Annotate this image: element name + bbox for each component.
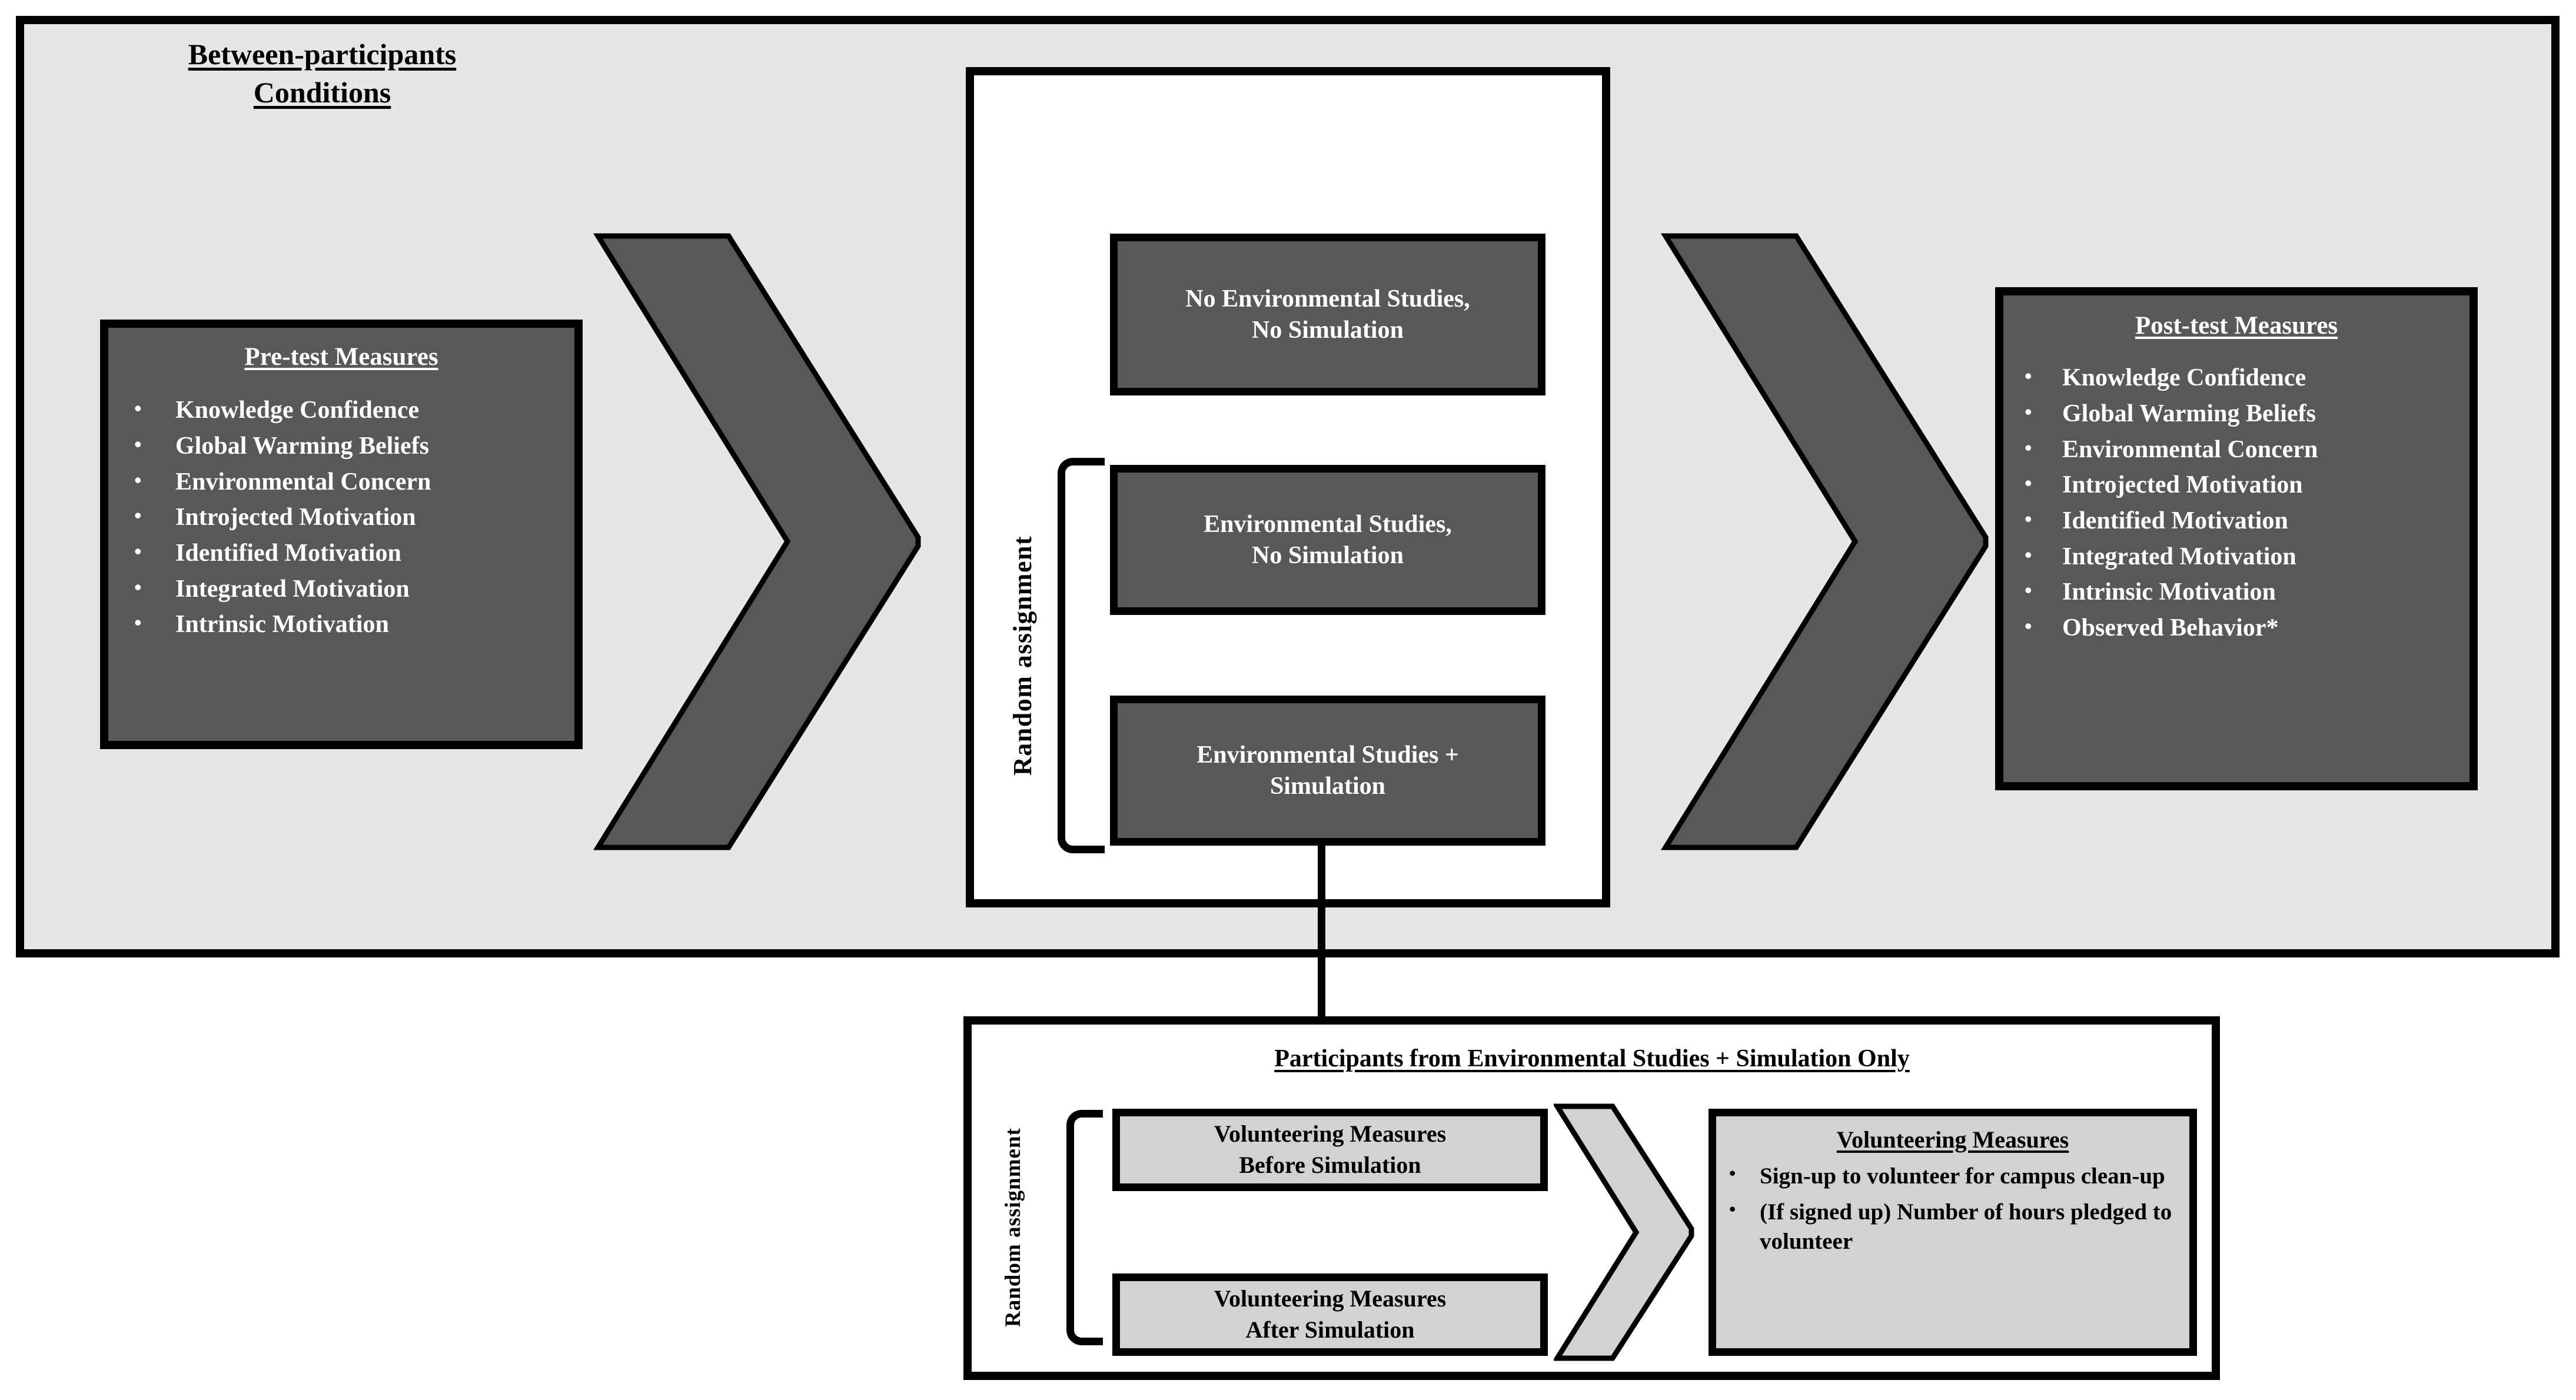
chevron-right-icon-right (1661, 233, 1989, 850)
posttest-measures-card: Post-test Measures • Knowledge Confidence… (1995, 287, 2478, 790)
bullet-icon: • (2025, 543, 2032, 567)
chevron-right-icon-small (1554, 1103, 1694, 1361)
list-item: • Sign-up to volunteer for campus clean-u… (1729, 1162, 2176, 1192)
random-assignment-label-middle: Random assignment (1008, 535, 1037, 776)
list-item: • Global Warming Beliefs (2021, 400, 2452, 428)
list-item: • Identified Motivation (128, 539, 554, 568)
pretest-title: Pre-test Measures (244, 343, 438, 371)
bullet-icon: • (2025, 507, 2032, 531)
condition-line: No Simulation (1252, 316, 1404, 344)
posttest-item-label: Knowledge Confidence (2062, 364, 2306, 392)
condition-box-es-plus-sim: Environmental Studies + Simulation (1110, 696, 1545, 846)
bullet-icon: • (134, 468, 142, 492)
list-item: • Knowledge Confidence (2021, 364, 2452, 393)
posttest-measures-list: • Knowledge Confidence • Global Warming Be… (2021, 364, 2452, 643)
bullet-icon: • (134, 540, 142, 564)
bullet-icon: • (134, 432, 142, 456)
bullet-icon: • (2025, 400, 2032, 424)
volunteering-result-label: (If signed up) Number of hours pledged t… (1760, 1199, 2172, 1255)
posttest-item-label: Environmental Concern (2062, 435, 2318, 463)
condition-line: No Simulation (1252, 541, 1404, 569)
posttest-item-label: Intrinsic Motivation (2062, 578, 2276, 606)
condition-line: Simulation (1269, 772, 1386, 800)
box-line: Before Simulation (1239, 1152, 1421, 1178)
conditions-title-line2: Conditions (253, 76, 391, 109)
box-line: Volunteering Measures (1214, 1120, 1447, 1148)
bullet-icon: • (2025, 614, 2032, 639)
box-line: After Simulation (1245, 1316, 1415, 1343)
posttest-item-label: Identified Motivation (2062, 507, 2288, 535)
chevron-right-icon-left (593, 233, 921, 850)
random-assignment-label-bottom: Random assignment (1001, 1128, 1025, 1328)
posttest-item-label: Global Warming Beliefs (2062, 400, 2316, 427)
list-item: • Global Warming Beliefs (128, 432, 554, 461)
list-item: • Intrinsic Motivation (128, 610, 554, 639)
volunteering-results-title: Volunteering Measures (1836, 1126, 2069, 1153)
pretest-item-label: Knowledge Confidence (175, 397, 420, 424)
bullet-icon: • (134, 397, 142, 421)
condition-box-no-es-no-sim: No Environmental Studies, No Simulation (1110, 234, 1545, 395)
list-item: • Identified Motivation (2021, 507, 2452, 536)
bullet-icon: • (2025, 471, 2032, 496)
box-line: Volunteering Measures (1214, 1285, 1447, 1312)
list-item: • Environmental Concern (2021, 435, 2452, 464)
bullet-icon: • (1729, 1162, 1736, 1183)
bullet-icon: • (2025, 435, 2032, 460)
volunteering-results-list: • Sign-up to volunteer for campus clean-u… (1729, 1162, 2176, 1257)
conditions-panel-title: Between-participants Conditions (35, 35, 609, 112)
list-item: • Introjected Motivation (2021, 471, 2452, 500)
conditions-title-line1: Between-participants (188, 38, 457, 71)
random-assignment-bracket-middle (1058, 458, 1105, 853)
list-item: • Knowledge Confidence (128, 396, 554, 425)
volunteering-result-label: Sign-up to volunteer for campus clean-up (1760, 1163, 2165, 1189)
list-item: • Introjected Motivation (128, 503, 554, 532)
volunteering-measures-results-box: Volunteering Measures • Sign-up to volunt… (1709, 1109, 2197, 1356)
posttest-title: Post-test Measures (2135, 312, 2338, 340)
posttest-item-label: Introjected Motivation (2062, 471, 2303, 499)
volunteering-after-simulation-box: Volunteering Measures After Simulation (1112, 1273, 1548, 1356)
pretest-measures-card: Pre-test Measures • Knowledge Confidence … (100, 320, 583, 749)
list-item: • Observed Behavior* (2021, 614, 2452, 643)
condition-line: Environmental Studies, (1204, 511, 1452, 538)
bottom-panel-title-text: Participants from Environmental Studies … (1274, 1045, 1910, 1072)
random-assignment-bracket-bottom (1066, 1110, 1103, 1345)
connector-line-to-bottom-panel (1318, 846, 1325, 1022)
list-item: • Integrated Motivation (2021, 543, 2452, 571)
list-item: • Integrated Motivation (128, 575, 554, 604)
list-item: • (If signed up) Number of hours pledged … (1729, 1198, 2176, 1257)
pretest-item-label: Environmental Concern (175, 468, 431, 496)
posttest-item-label: Observed Behavior* (2062, 614, 2279, 642)
condition-line: No Environmental Studies, (1185, 285, 1470, 312)
bullet-icon: • (134, 575, 142, 599)
bullet-icon: • (134, 611, 142, 635)
pretest-item-label: Global Warming Beliefs (175, 432, 429, 460)
pretest-measures-list: • Knowledge Confidence • Global Warming Be… (128, 396, 554, 639)
pretest-item-label: Identified Motivation (175, 540, 401, 567)
list-item: • Environmental Concern (128, 468, 554, 497)
pretest-item-label: Introjected Motivation (175, 504, 416, 531)
bottom-panel-title: Participants from Environmental Studies … (989, 1045, 2195, 1073)
bullet-icon: • (2025, 364, 2032, 388)
volunteering-before-simulation-box: Volunteering Measures Before Simulation (1112, 1109, 1548, 1191)
bullet-icon: • (2025, 578, 2032, 603)
pretest-item-label: Intrinsic Motivation (175, 611, 389, 639)
list-item: • Intrinsic Motivation (2021, 578, 2452, 607)
bullet-icon: • (134, 504, 142, 528)
posttest-item-label: Integrated Motivation (2062, 543, 2296, 570)
bullet-icon: • (1729, 1198, 1736, 1219)
pretest-item-label: Integrated Motivation (175, 575, 410, 603)
condition-box-es-no-sim: Environmental Studies, No Simulation (1110, 465, 1545, 615)
condition-line: Environmental Studies + (1196, 741, 1459, 769)
